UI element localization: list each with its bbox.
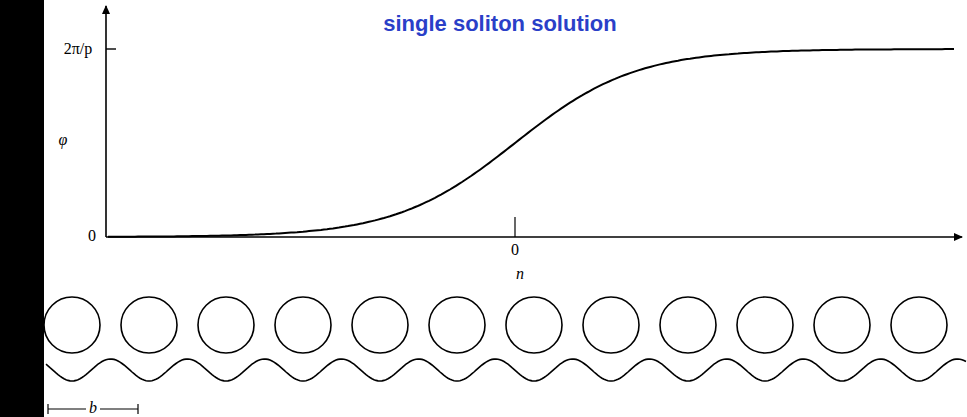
atom [352,297,408,353]
atom-row [44,297,947,353]
atom [737,297,793,353]
atom [44,297,100,353]
figure-panel [44,0,967,417]
substrate-potential [46,359,966,381]
atom [660,297,716,353]
y-axis [105,6,107,237]
atom [429,297,485,353]
tick-label: 0 [511,242,519,258]
atom [583,297,639,353]
axis-tick [514,217,515,237]
axis-label: φ [59,132,68,148]
tick-label: 0 [88,228,96,244]
atom [506,297,562,353]
x-axis [106,236,962,238]
scale-bar-end [47,404,48,414]
axis-label: n [516,266,524,282]
chart-title: single soliton solution [383,13,616,35]
atom [121,297,177,353]
atom [198,297,254,353]
scale-bar-end [137,404,138,414]
tick-label: 2π/p [64,41,93,57]
axis-tick [106,48,116,49]
scale-label: b [86,400,100,416]
atom [814,297,870,353]
soliton-curve [108,49,954,237]
atom [891,297,947,353]
atom [275,297,331,353]
